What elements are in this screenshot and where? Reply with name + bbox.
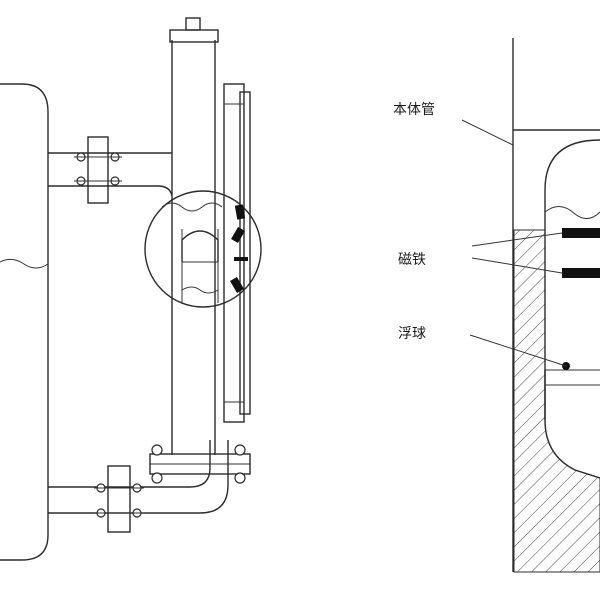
detail-indicator-flap xyxy=(234,257,248,261)
hatched-wall xyxy=(513,229,600,573)
detail-float xyxy=(181,230,219,262)
gauge-chamber xyxy=(169,17,219,455)
float-chamber xyxy=(544,139,600,420)
upper-flange xyxy=(87,136,109,204)
magnet-upper xyxy=(562,228,600,238)
leader-magnet-upper xyxy=(471,232,563,247)
upper-connection-pipe xyxy=(48,136,173,204)
detail-magnifier-circle xyxy=(144,190,262,308)
body-tube-label: 本体管 xyxy=(393,102,435,118)
indicator-panel xyxy=(223,83,251,423)
left-assembly xyxy=(0,17,262,561)
lower-connection-pipe xyxy=(48,440,229,533)
leader-body-tube xyxy=(461,119,514,146)
float-ball-label: 浮球 xyxy=(398,326,426,342)
lower-flange xyxy=(107,465,131,533)
float-ball xyxy=(544,370,600,479)
vessel-tank xyxy=(0,83,49,561)
magnet-label: 磁铁 xyxy=(398,252,426,268)
right-section-detail xyxy=(461,38,600,573)
magnet-lower xyxy=(562,268,600,278)
bottom-flange-plate xyxy=(149,444,251,484)
leader-magnet-lower xyxy=(471,257,563,274)
detail-indicator-flap xyxy=(231,226,245,244)
detail-indicator-flap xyxy=(230,276,244,294)
leader-float-ball xyxy=(469,334,567,367)
detail-indicator-flap xyxy=(234,204,246,220)
top-cap xyxy=(185,17,201,31)
vessel-liquid-level xyxy=(0,258,49,269)
